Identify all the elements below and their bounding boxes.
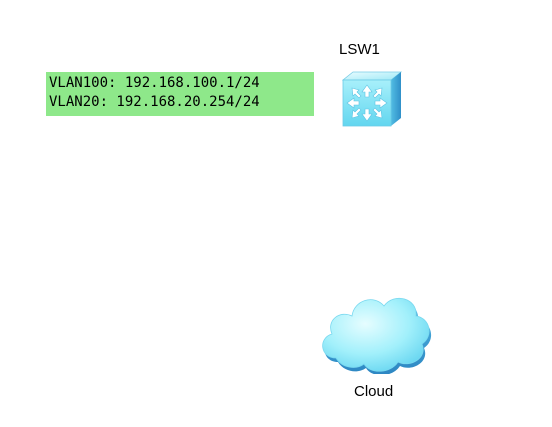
vlan100-ip-line: VLAN100: 192.168.100.1/24 <box>49 75 260 91</box>
switch-label: LSW1 <box>339 41 380 58</box>
cloud-label: Cloud <box>354 383 394 400</box>
layer3-switch-icon[interactable] <box>337 68 405 130</box>
cloud-icon[interactable] <box>314 278 434 376</box>
vlan20-ip-line: VLAN20: 192.168.20.254/24 <box>49 94 260 110</box>
cloud-graphic <box>322 297 432 376</box>
vlan-ip-note[interactable]: VLAN100: 192.168.100.1/24 VLAN20: 192.16… <box>46 72 314 116</box>
switch-graphic <box>341 71 403 127</box>
